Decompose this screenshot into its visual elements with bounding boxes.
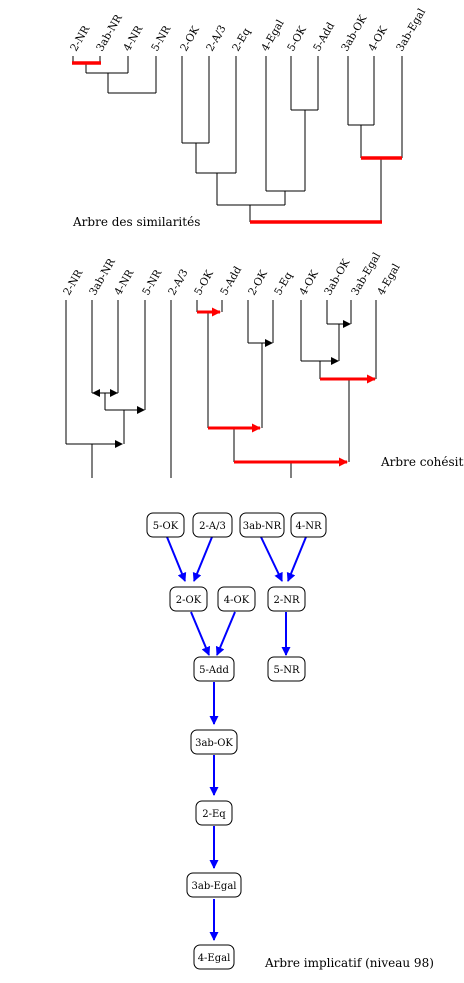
cohesive-leaf-label: 4-Egal (375, 261, 403, 297)
similarity-leaf-label: 5-Add (311, 20, 337, 53)
cohesive-highlight-arrows (197, 307, 376, 467)
node-box (267, 586, 306, 612)
implicative-node-3ab-ok: 3ab-OK (190, 729, 238, 755)
cohesive-leaf-label: 3ab-OK (322, 257, 352, 297)
cohesive-leaf-label: 4-NR (112, 267, 137, 298)
cohesive-leaf-label: 5-NR (140, 267, 165, 298)
node-label: 2-A/3 (199, 521, 226, 532)
similarity-leaf-label: 2-NR (68, 23, 93, 54)
cohesive-leaf-label: 5-OK (192, 268, 216, 297)
implicative-node-3ab-egal: 3ab-Egal (186, 872, 242, 898)
implicative-node-2-nr: 2-NR (267, 586, 306, 612)
cohesive-leaf-label: 2-A/3 (166, 267, 190, 297)
implicative-arrows (166, 536, 307, 941)
similarity-leaf-label: 3ab-OK (339, 13, 369, 53)
similarity-leaf-label: 2-OK (178, 24, 202, 53)
similarity-tree-edges (72, 56, 403, 222)
similarity-leaf-label: 4-NR (121, 23, 146, 54)
node-label: 2-NR (273, 595, 299, 606)
cohesive-leaf-label: 2-NR (61, 267, 86, 298)
node-label: 4-Egal (198, 953, 231, 964)
node-box (186, 872, 242, 898)
similarity-leaf-label: 5-NR (149, 23, 174, 54)
implicative-node-4-ok: 4-OK (217, 586, 256, 612)
node-box (193, 944, 235, 970)
cohesive-leaf-label: 5-Eq (272, 270, 295, 298)
implicative-node-5-nr: 5-NR (267, 656, 306, 682)
implicative-node-2-eq: 2-Eq (195, 800, 233, 826)
cohesive-leaf-label: 4-OK (297, 268, 321, 297)
node-box (193, 656, 235, 682)
implicative-node-4-egal: 4-Egal (193, 944, 235, 970)
cohesive-leaf-labels: 2-NR 3ab-NR 4-NR 5-NR 2-A/3 5-OK 5-Add 2… (61, 250, 403, 297)
implicative-node-4-nr: 4-NR (290, 512, 327, 538)
similarity-highlight-nodes (72, 61, 402, 224)
similarity-leaf-label: 2-Eq (230, 26, 253, 54)
node-label: 5-Add (199, 665, 229, 676)
node-label: 3ab-OK (195, 738, 233, 749)
implicative-node-2-a3: 2-A/3 (192, 512, 233, 538)
node-box (146, 512, 185, 538)
node-label: 4-NR (295, 521, 321, 532)
similarity-leaf-label: 5-OK (285, 24, 309, 53)
implicative-node-5-ok: 5-OK (146, 512, 185, 538)
node-box (192, 512, 233, 538)
implicative-caption: Arbre implicatif (niveau 98) (264, 956, 434, 970)
implicative-node-2-ok: 2-OK (169, 586, 208, 612)
node-box (267, 656, 306, 682)
node-box (217, 586, 256, 612)
node-box (290, 512, 327, 538)
node-label: 3ab-Egal (192, 881, 237, 892)
node-box (239, 512, 285, 538)
cohesive-tree-edges (65, 300, 377, 478)
node-box (190, 729, 238, 755)
cohesive-tree: 2-NR 3ab-NR 4-NR 5-NR 2-A/3 5-OK 5-Add 2… (61, 250, 464, 478)
cohesive-leaf-label: 2-OK (246, 268, 270, 297)
implicative-node-5-add: 5-Add (193, 656, 235, 682)
implicative-node-3ab-nr: 3ab-NR (239, 512, 285, 538)
implicative-tree: 5-OK 2-A/3 3ab-NR 4-NR 2-OK 4-OK 2-NR 5 (146, 512, 434, 970)
node-label: 3ab-NR (243, 521, 282, 532)
similarity-tree: 2-NR 3ab-NR 4-NR 5-NR 2-OK 2-A/3 2-Eq 4-… (68, 6, 428, 229)
similarity-leaf-label: 2-A/3 (204, 23, 228, 53)
cohesive-caption: Arbre cohésitif (380, 455, 464, 469)
similarity-leaf-labels: 2-NR 3ab-NR 4-NR 5-NR 2-OK 2-A/3 2-Eq 4-… (68, 6, 428, 53)
cohesive-leaf-label: 5-Add (218, 264, 244, 297)
node-label: 5-OK (153, 521, 179, 532)
cohesive-black-arrows (66, 320, 351, 448)
similarity-caption: Arbre des similarités (72, 215, 200, 229)
similarity-leaf-label: 3ab-Egal (394, 6, 428, 53)
node-box (169, 586, 208, 612)
node-label: 5-NR (273, 665, 299, 676)
node-label: 2-OK (176, 595, 202, 606)
similarity-leaf-label: 4-OK (366, 24, 390, 53)
node-label: 2-Eq (202, 809, 226, 820)
node-label: 4-OK (224, 595, 250, 606)
node-box (195, 800, 233, 826)
similarity-leaf-label: 4-Egal (259, 17, 287, 53)
